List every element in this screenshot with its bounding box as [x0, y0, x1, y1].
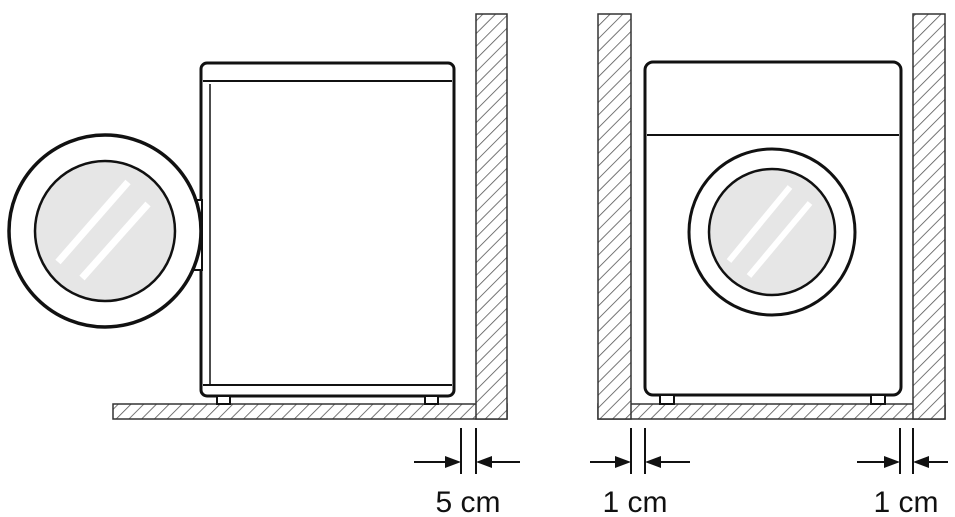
side-view-clearance-label: 5 cm: [435, 486, 500, 517]
machine-foot: [217, 396, 230, 404]
machine-foot: [660, 395, 674, 404]
side-view-washing-machine: [192, 63, 454, 404]
front-view-left-clearance-label: 1 cm: [602, 486, 667, 517]
front-view-right-clearance-label: 1 cm: [873, 486, 938, 517]
side-view-floor: [113, 404, 507, 419]
side-view: 5 cm: [9, 14, 520, 517]
front-view: 1 cm 1 cm: [590, 14, 948, 517]
front-view-porthole-door: [689, 149, 855, 315]
side-view-open-door: [9, 135, 201, 327]
front-view-floor: [598, 404, 945, 419]
machine-foot: [871, 395, 885, 404]
front-view-left-wall: [598, 14, 631, 419]
front-view-right-clearance-dimension: [857, 428, 948, 474]
side-view-clearance-dimension: [414, 428, 520, 474]
front-view-right-wall: [913, 14, 945, 419]
side-view-wall: [476, 14, 507, 419]
front-view-left-clearance-dimension: [590, 428, 690, 474]
machine-foot: [425, 396, 438, 404]
